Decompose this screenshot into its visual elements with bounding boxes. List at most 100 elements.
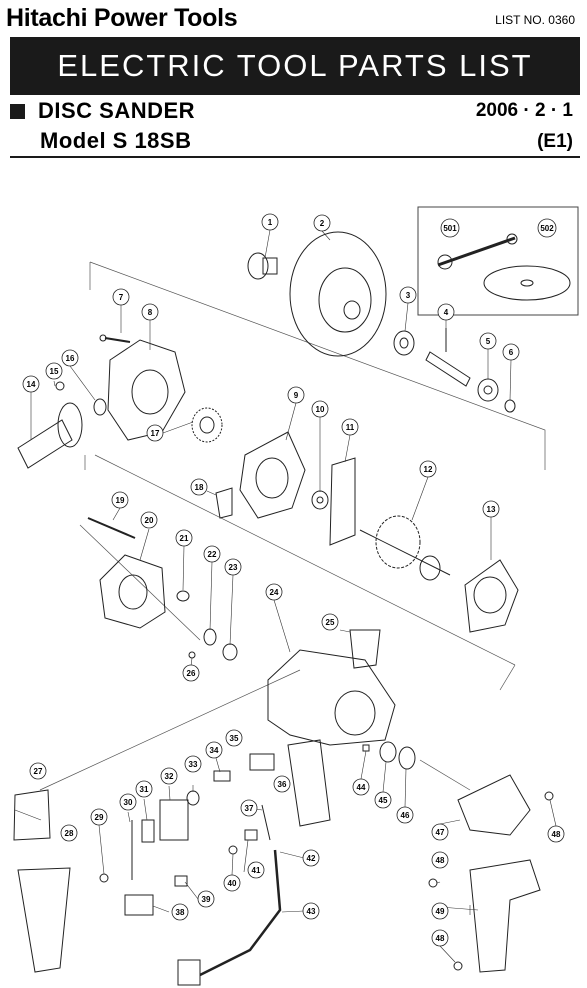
svg-text:41: 41 [252, 866, 261, 875]
svg-text:47: 47 [436, 828, 445, 837]
svg-text:15: 15 [50, 367, 59, 376]
callout-13: 13 [482, 500, 500, 518]
callout-33: 33 [184, 755, 202, 773]
rubber-pad-icon [289, 231, 387, 357]
callout-12: 12 [419, 460, 437, 478]
callout-48: 48 [547, 825, 565, 843]
callout-37: 37 [240, 799, 258, 817]
svg-text:3: 3 [406, 291, 411, 300]
callout-45: 45 [374, 791, 392, 809]
brush-holder-icon [141, 819, 155, 843]
backing-flange-icon [247, 252, 278, 280]
svg-text:14: 14 [27, 380, 36, 389]
gear-cover-icon [107, 339, 186, 441]
brand-title: Hitachi Power Tools [6, 4, 238, 32]
armature-icon [359, 515, 451, 581]
callout-44: 44 [352, 778, 370, 796]
accessory-box [417, 206, 579, 316]
washer-icon [379, 741, 397, 763]
svg-text:4: 4 [444, 308, 449, 317]
svg-text:49: 49 [436, 907, 445, 916]
back-cover-icon [457, 774, 531, 836]
callout-10: 10 [311, 400, 329, 418]
housing-icon [267, 649, 396, 746]
svg-text:5: 5 [486, 337, 491, 346]
callout-19: 19 [111, 491, 129, 509]
callout-29: 29 [90, 808, 108, 826]
svg-text:33: 33 [189, 760, 198, 769]
bearing-holder-icon [329, 457, 356, 546]
callout-15: 15 [45, 362, 63, 380]
noise-suppressor-icon [124, 894, 154, 916]
svg-text:6: 6 [509, 348, 514, 357]
issue-date: 2006 · 2 · 1 [475, 100, 573, 121]
svg-text:35: 35 [230, 734, 239, 743]
svg-text:27: 27 [34, 767, 43, 776]
svg-text:29: 29 [95, 813, 104, 822]
handle-cover-icon [17, 867, 71, 973]
screw-icon [55, 381, 65, 391]
callout-46: 46 [396, 806, 414, 824]
svg-text:28: 28 [65, 829, 74, 838]
callout-8: 8 [141, 303, 159, 321]
svg-text:12: 12 [424, 465, 433, 474]
callout-20: 20 [140, 511, 158, 529]
list-number: LIST NO. 0360 [495, 13, 575, 27]
model-name: Model S 18SB [40, 128, 192, 153]
svg-text:502: 502 [540, 224, 554, 233]
svg-text:36: 36 [278, 780, 287, 789]
cord-icon [199, 849, 282, 977]
product-type: DISC SANDER [38, 98, 196, 123]
callout-48: 48 [431, 851, 449, 869]
svg-text:31: 31 [140, 785, 149, 794]
callout-47: 47 [431, 823, 449, 841]
callout-34: 34 [205, 741, 223, 759]
callout-502: 502 [537, 218, 557, 238]
callout-40: 40 [223, 874, 241, 892]
callout-18: 18 [190, 478, 208, 496]
svg-text:38: 38 [176, 908, 185, 917]
handle-icon [469, 859, 541, 973]
svg-text:8: 8 [148, 308, 153, 317]
cap-icon [398, 746, 416, 770]
callout-21: 21 [175, 529, 193, 547]
stator-icon [99, 554, 166, 629]
svg-text:18: 18 [195, 483, 204, 492]
square-bullet-icon [10, 104, 25, 119]
svg-text:43: 43 [307, 907, 316, 916]
callout-16: 16 [61, 349, 79, 367]
svg-text:24: 24 [270, 588, 279, 597]
callout-43: 43 [302, 902, 320, 920]
svg-text:45: 45 [379, 796, 388, 805]
svg-text:1: 1 [268, 218, 273, 227]
label-icon [13, 789, 51, 841]
plug-icon [177, 959, 201, 986]
leader-lines [14, 229, 557, 963]
svg-text:46: 46 [401, 811, 410, 820]
svg-text:37: 37 [245, 804, 254, 813]
svg-text:42: 42 [307, 854, 316, 863]
callout-23: 23 [224, 558, 242, 576]
svg-text:22: 22 [208, 550, 217, 559]
callout-26: 26 [182, 664, 200, 682]
exploded-parts-diagram: 1 2 3 4 5 6 7 8 9 10 11 12 13 14 15 16 1… [13, 206, 579, 986]
callout-24: 24 [265, 583, 283, 601]
callout-38: 38 [171, 903, 189, 921]
retaining-ring-icon [504, 399, 516, 413]
callout-36: 36 [273, 775, 291, 793]
switch-icon [159, 799, 189, 841]
market-code: (E1) [537, 131, 573, 152]
callout-11: 11 [341, 418, 359, 436]
svg-text:20: 20 [145, 516, 154, 525]
svg-text:10: 10 [316, 405, 325, 414]
ball-bearing-icon [203, 628, 217, 646]
svg-text:26: 26 [187, 669, 196, 678]
svg-text:21: 21 [180, 534, 189, 543]
svg-text:13: 13 [487, 505, 496, 514]
screw-icon [99, 334, 131, 343]
svg-text:32: 32 [165, 772, 174, 781]
callout-22: 22 [203, 545, 221, 563]
callout-41: 41 [247, 861, 265, 879]
svg-text:17: 17 [151, 429, 160, 438]
sanding-disc-icon [483, 265, 571, 301]
